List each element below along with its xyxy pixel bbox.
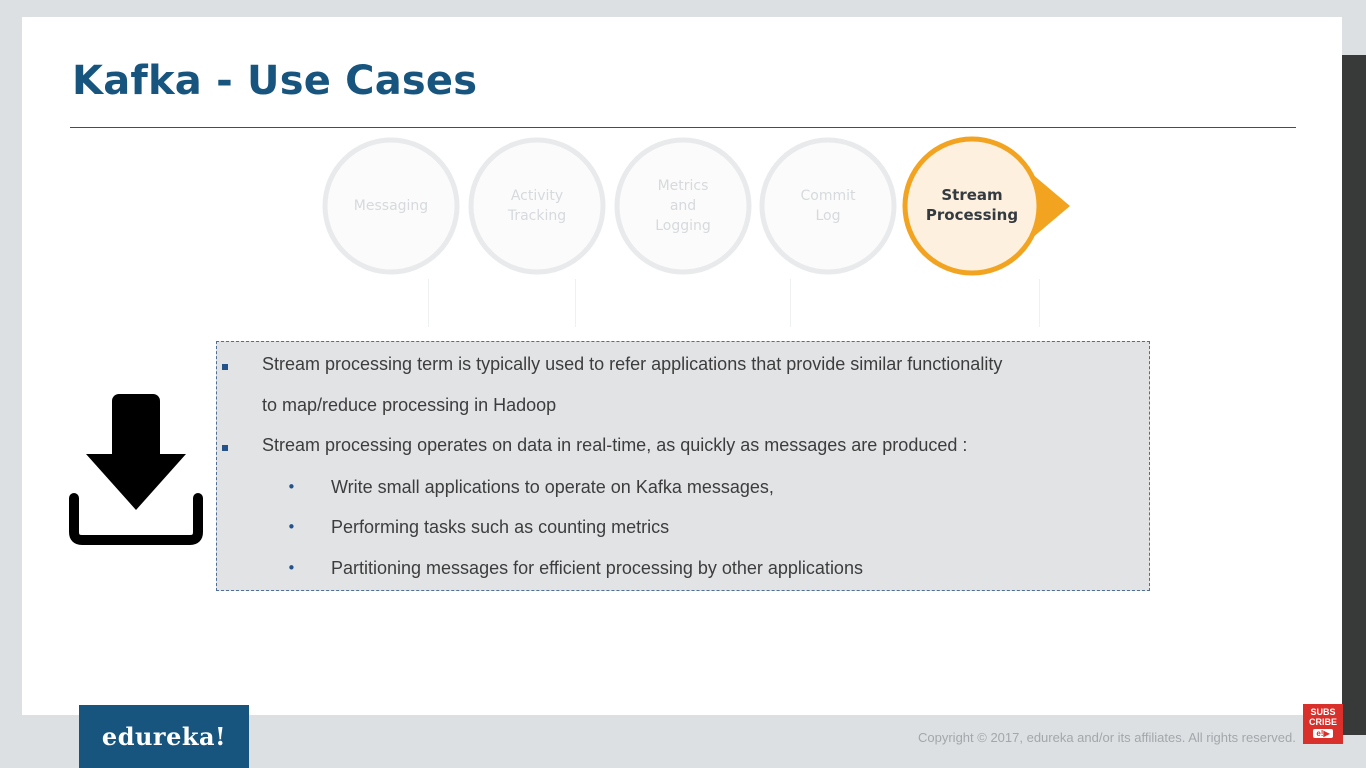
subscribe-button[interactable]: SUBS CRIBE e!▶: [1303, 704, 1343, 744]
step-label-stream-processing: Stream Processing: [925, 186, 1019, 224]
video-edge-strip: [1342, 55, 1366, 735]
square-bullet-icon: [222, 364, 228, 370]
subscribe-badge: e!▶: [1313, 729, 1333, 738]
use-case-process-diagram: [322, 136, 1070, 276]
step-label-commit-log: Commit Log: [800, 188, 856, 224]
square-bullet-icon: [222, 445, 228, 451]
title-divider: [70, 127, 1296, 128]
connector-line: [575, 279, 576, 327]
slide: Kafka - Use Cases Messaging Activity Tra…: [22, 17, 1342, 715]
sub-bullet-1: Write small applications to operate on K…: [331, 477, 774, 497]
subscribe-label-line-2: CRIBE: [1308, 717, 1337, 727]
step-label-metrics-logging: Metrics and Logging: [655, 178, 711, 234]
edureka-logo: edureka!: [79, 705, 249, 768]
copyright-text: Copyright © 2017, edureka and/or its aff…: [918, 730, 1296, 745]
content-box: Stream processing term is typically used…: [216, 341, 1150, 591]
subscribe-label-line-1: SUBS: [1310, 707, 1336, 717]
step-3-shape: [614, 137, 752, 275]
step-label-activity-tracking: Activity Tracking: [507, 188, 567, 224]
round-bullet-icon: •: [287, 559, 296, 577]
step-2-shape: [468, 137, 606, 275]
connector-line: [790, 279, 791, 327]
round-bullet-icon: •: [287, 478, 296, 496]
bullet-2-line-1: Stream processing operates on data in re…: [262, 435, 968, 455]
download-icon: [69, 394, 203, 545]
step-label-messaging: Messaging: [353, 198, 429, 214]
step-4-shape: [759, 137, 897, 275]
bullet-1-line-1: Stream processing term is typically used…: [262, 354, 1003, 374]
slide-title: Kafka - Use Cases: [72, 58, 478, 104]
connector-line: [1039, 279, 1040, 327]
sub-bullet-3: Partitioning messages for efficient proc…: [331, 558, 863, 578]
connector-line: [428, 279, 429, 327]
bullet-1-line-2: to map/reduce processing in Hadoop: [262, 395, 557, 415]
round-bullet-icon: •: [287, 518, 296, 536]
step-5-shape-active: [902, 136, 1070, 276]
sub-bullet-2: Performing tasks such as counting metric…: [331, 517, 670, 537]
step-1-shape: [322, 137, 460, 275]
